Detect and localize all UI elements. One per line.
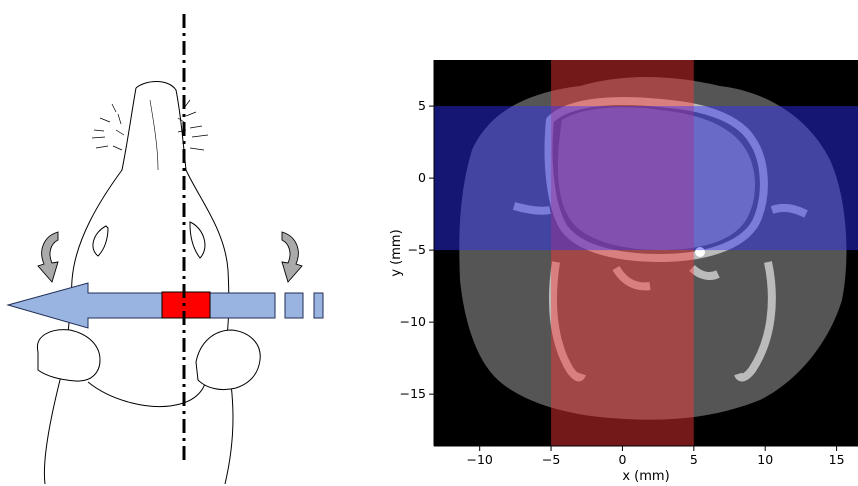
ct-bright-spot: [695, 247, 705, 257]
x-ticks: −10 −5 0 5 10 15: [466, 446, 845, 467]
y-tick-label: −15: [400, 386, 426, 401]
y-ticks: 5 0 −5 −10 −15: [400, 98, 434, 401]
y-axis-label: y (mm): [389, 229, 404, 276]
y-tick-label: 0: [418, 170, 426, 185]
rat-outline: [43, 81, 234, 485]
target-region: [161, 291, 211, 319]
x-tick-label: −5: [542, 452, 560, 467]
x-tick-label: 10: [757, 452, 773, 467]
y-tick-label: 5: [418, 98, 426, 113]
y-tick-label: −10: [400, 314, 426, 329]
x-tick-label: 5: [690, 452, 698, 467]
x-tick-label: 0: [618, 452, 626, 467]
ct-dose-plot: −10 −5 0 5 10 15 5 0 −5 −10 −15 x (mm) y (mm): [389, 60, 858, 484]
ct-brain: [557, 107, 755, 251]
rotation-arrow-left-icon: [37, 231, 59, 283]
x-tick-label: −10: [466, 452, 492, 467]
y-tick-label: −5: [408, 242, 426, 257]
rat-forelimbs: [36, 329, 261, 391]
x-axis-label: x (mm): [622, 469, 669, 484]
ct-bone: [512, 97, 808, 382]
x-tick-label: 15: [829, 452, 845, 467]
whiskers-left: [91, 103, 125, 151]
red-field-overlay: [551, 60, 694, 446]
blue-field-overlay: [434, 106, 858, 251]
rat-irradiation-schematic: [6, 14, 324, 485]
rotation-arrow-right-icon: [281, 231, 303, 283]
